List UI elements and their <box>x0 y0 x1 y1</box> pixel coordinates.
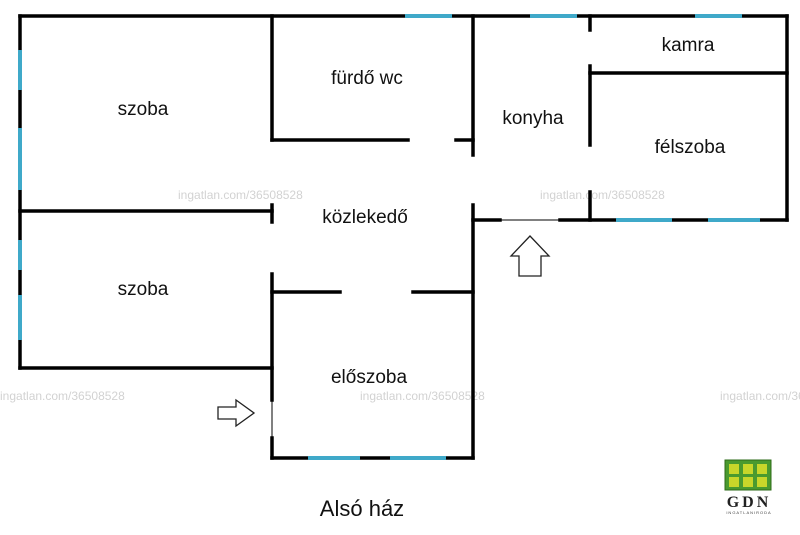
room-label-kozlekedo: közlekedő <box>322 207 408 228</box>
room-label-felszoba: félszoba <box>655 137 726 158</box>
entry-arrows <box>217 235 551 428</box>
windows <box>18 14 760 460</box>
watermark-group: ingatlan.com/36508528 ingatlan.com/36508… <box>0 188 800 403</box>
up-arrow-icon <box>509 235 551 277</box>
room-label-eloszoba: előszoba <box>331 367 407 388</box>
watermark: ingatlan.com/36508528 <box>540 188 665 202</box>
room-label-szoba-top: szoba <box>118 99 169 120</box>
watermark: ingatlan.com/36508528 <box>720 389 800 403</box>
room-label-kamra: kamra <box>662 35 715 56</box>
room-label-furdo-wc: fürdő wc <box>331 68 403 89</box>
right-arrow-icon <box>217 398 256 428</box>
logo-brand: GDN <box>727 494 772 511</box>
window-logo-icon <box>724 459 772 491</box>
watermark: ingatlan.com/36508528 <box>360 389 485 403</box>
room-label-konyha: konyha <box>502 108 564 129</box>
room-labels: szoba fürdő wc konyha kamra félszoba köz… <box>118 35 726 388</box>
watermark: ingatlan.com/36508528 <box>0 389 125 403</box>
plan-caption: Alsó ház <box>320 496 404 521</box>
watermark: ingatlan.com/36508528 <box>178 188 303 202</box>
gdn-logo: GDN INGATLANIRODA <box>724 459 772 515</box>
logo-tagline: INGATLANIRODA <box>726 510 771 515</box>
room-label-szoba-bottom: szoba <box>118 279 169 300</box>
doors <box>271 219 560 438</box>
